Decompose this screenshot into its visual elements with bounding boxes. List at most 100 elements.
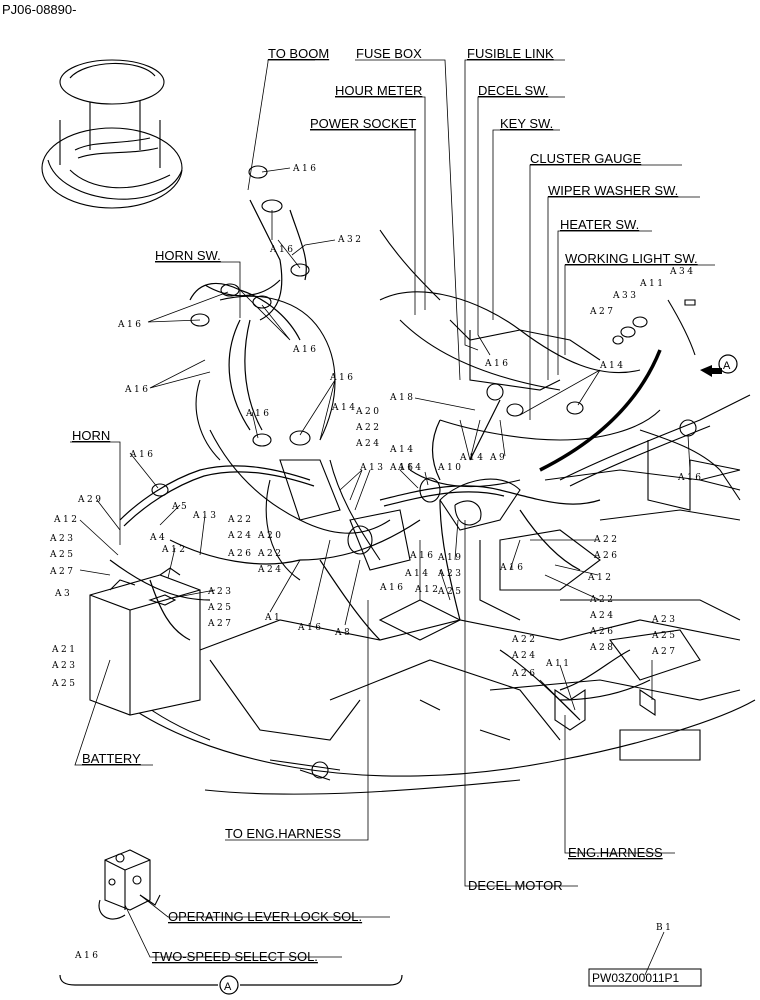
callout: A12 (587, 573, 613, 583)
overview-thumbnail (41, 59, 183, 209)
callout: A16 (484, 359, 510, 369)
callout: A14 (599, 361, 625, 371)
callout: A27 (589, 307, 615, 317)
callout: A34 (669, 267, 695, 277)
callout: A24 (227, 531, 253, 541)
text-labels: PJ06-08890- TO BOOM FUSE BOX FUSIBLE LIN… (2, 2, 702, 987)
callout: A16 (292, 345, 318, 355)
callout: A24 (589, 611, 615, 621)
label-heater-sw: HEATER SW. (560, 217, 639, 232)
callout: A16 (297, 623, 323, 633)
callout: A13 (192, 511, 218, 521)
callout: A18 (389, 393, 415, 403)
callout: A25 (207, 603, 233, 613)
callout-codes: A16 A32 A16 A16 A16 A16 A16 A14 A20 A22 … (49, 164, 703, 961)
callout: A16 (245, 409, 271, 419)
callout: A28 (589, 643, 615, 653)
view-marker-label: A (723, 360, 731, 372)
callout: A4 (149, 533, 167, 543)
callout: A26 (511, 669, 537, 679)
callout: A26 (593, 551, 619, 561)
label-two-speed-select-sol: TWO-SPEED SELECT SOL. (152, 949, 318, 964)
label-operating-lever-lock-sol: OPERATING LEVER LOCK SOL. (168, 909, 362, 924)
label-hour-meter: HOUR METER (335, 83, 422, 98)
callout: A16 (409, 551, 435, 561)
callout: A3 (54, 589, 72, 599)
label-decel-motor: DECEL MOTOR (468, 878, 563, 893)
callout: A16 (677, 473, 703, 483)
callout: A13 (359, 463, 385, 473)
callout: A14 (459, 453, 485, 463)
label-wiper-washer-sw: WIPER WASHER SW. (548, 183, 678, 198)
battery-drawing (89, 567, 201, 716)
callout: A14 (331, 403, 357, 413)
callout: A27 (207, 619, 233, 629)
view-a-arrow: A (700, 354, 738, 377)
callout: A23 (49, 534, 75, 544)
callout: A22 (593, 535, 619, 545)
callout: A25 (51, 679, 77, 689)
label-cluster-gauge: CLUSTER GAUGE (530, 151, 642, 166)
callout: A23 (207, 587, 233, 597)
callout: A20 (355, 407, 381, 417)
callout: A24 (511, 651, 537, 661)
callout: A25 (49, 550, 75, 560)
callout: A12 (414, 585, 440, 595)
callout: A23 (651, 615, 677, 625)
leader-lines (70, 59, 715, 976)
detail-marker-label: A (224, 981, 232, 993)
callout: A24 (355, 439, 381, 449)
label-battery: BATTERY (82, 751, 141, 766)
callout: A21 (51, 645, 77, 655)
callout: A25 (437, 587, 463, 597)
callout: A24 (257, 565, 283, 575)
callout: A16 (117, 320, 143, 330)
label-power-socket: POWER SOCKET (310, 116, 416, 131)
label-fuse-box: FUSE BOX (356, 46, 422, 61)
callout: A23 (51, 661, 77, 671)
callout: A20 (257, 531, 283, 541)
callout: A16 (379, 583, 405, 593)
callout: A22 (257, 549, 283, 559)
callout: A12 (161, 545, 187, 555)
callout: A16 (74, 951, 100, 961)
callout: A22 (355, 423, 381, 433)
label-eng-harness: ENG.HARNESS (568, 845, 663, 860)
callout: A23 (437, 569, 463, 579)
label-to-boom: TO BOOM (268, 46, 329, 61)
callout: A14 (389, 445, 415, 455)
callout: B1 (656, 923, 673, 933)
callout: A33 (612, 291, 638, 301)
callout: A14 (397, 463, 423, 473)
callout: A22 (227, 515, 253, 525)
callout: A10 (437, 463, 463, 473)
callout: A12 (53, 515, 79, 525)
callout: A16 (269, 245, 295, 255)
callout: A19 (437, 553, 463, 563)
detail-a-solenoid (98, 849, 161, 920)
label-to-eng-harness: TO ENG.HARNESS (225, 826, 341, 841)
label-key-sw: KEY SW. (500, 116, 553, 131)
callout: A26 (227, 549, 253, 559)
callout: A26 (589, 627, 615, 637)
callout: A22 (589, 595, 615, 605)
callout: A22 (511, 635, 537, 645)
label-decel-sw: DECEL SW. (478, 83, 548, 98)
label-working-light-sw: WORKING LIGHT SW. (565, 251, 698, 266)
callout: A32 (337, 235, 363, 245)
label-horn-sw: HORN SW. (155, 248, 221, 263)
callout: A8 (334, 628, 352, 638)
detail-a-bracket: A (59, 974, 403, 995)
callout: A27 (49, 567, 75, 577)
part-number: PW03Z00011P1 (592, 971, 679, 985)
callout: A9 (489, 453, 507, 463)
label-horn: HORN (72, 428, 110, 443)
callout: A16 (124, 385, 150, 395)
callout: A1 (264, 613, 282, 623)
callout: A16 (389, 463, 415, 473)
callout: A11 (545, 659, 571, 669)
callout: A5 (171, 502, 189, 512)
label-fusible-link: FUSIBLE LINK (467, 46, 554, 61)
